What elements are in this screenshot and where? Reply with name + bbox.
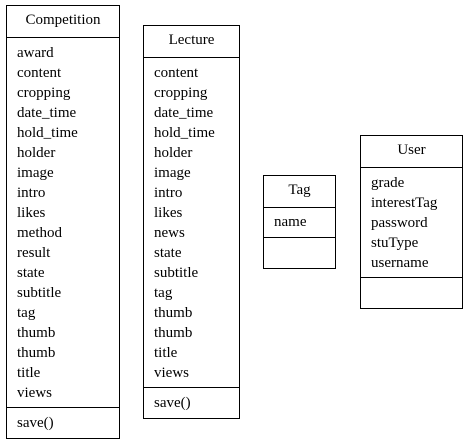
attribute-item: state: [17, 265, 45, 281]
attribute-item: title: [17, 365, 41, 381]
methods-section: [361, 278, 462, 283]
class-competition: Competition award content cropping date_tim…: [6, 5, 120, 439]
class-name: Tag: [264, 176, 335, 208]
class-name: User: [361, 136, 462, 168]
attribute-item: hold_time: [17, 125, 78, 141]
attribute-item: intro: [154, 185, 183, 201]
attribute-item: holder: [17, 145, 56, 161]
attribute-item: award: [17, 45, 54, 61]
attribute-item: holder: [154, 145, 193, 161]
attributes-section: grade interestTag password stuType username: [361, 168, 462, 278]
attribute-item: thumb: [17, 325, 56, 341]
attribute-item: date_time: [154, 105, 214, 121]
class-lecture: Lecture content cropping date_time hold_tim…: [143, 25, 240, 419]
attribute-item: tag: [154, 285, 173, 301]
attributes-section: name: [264, 208, 335, 238]
attribute-item: username: [371, 255, 429, 271]
attribute-item: likes: [154, 205, 183, 221]
attribute-item: image: [17, 165, 54, 181]
attribute-item: date_time: [17, 105, 77, 121]
attribute-item: content: [154, 65, 199, 81]
method-item: save(): [17, 415, 54, 431]
attribute-item: title: [154, 345, 178, 361]
attribute-item: intro: [17, 185, 46, 201]
attribute-item: cropping: [17, 85, 71, 101]
attribute-item: image: [154, 165, 191, 181]
attribute-item: content: [17, 65, 62, 81]
class-name: Lecture: [144, 26, 239, 58]
attribute-item: grade: [371, 175, 405, 191]
attribute-item: tag: [17, 305, 36, 321]
attribute-item: likes: [17, 205, 46, 221]
attribute-item: method: [17, 225, 62, 241]
attribute-item: thumb: [154, 325, 193, 341]
attribute-item: subtitle: [154, 265, 199, 281]
attribute-item: hold_time: [154, 125, 215, 141]
methods-section: save(): [7, 408, 119, 433]
class-user: User grade interestTag password stuType user…: [360, 135, 463, 309]
class-name: Competition: [7, 6, 119, 38]
class-tag: Tag name: [263, 175, 336, 269]
attribute-item: stuType: [371, 235, 419, 251]
attribute-item: interestTag: [371, 195, 438, 211]
attribute-item: news: [154, 225, 185, 241]
attribute-item: password: [371, 215, 428, 231]
methods-section: [264, 238, 335, 243]
attribute-item: name: [274, 214, 307, 230]
attribute-item: state: [154, 245, 182, 261]
attribute-item: thumb: [17, 345, 56, 361]
method-item: save(): [154, 395, 191, 411]
attribute-item: subtitle: [17, 285, 62, 301]
attribute-item: views: [17, 385, 52, 401]
methods-section: save(): [144, 388, 239, 413]
attribute-item: cropping: [154, 85, 208, 101]
attribute-item: result: [17, 245, 51, 261]
attribute-item: views: [154, 365, 189, 381]
attribute-item: thumb: [154, 305, 193, 321]
